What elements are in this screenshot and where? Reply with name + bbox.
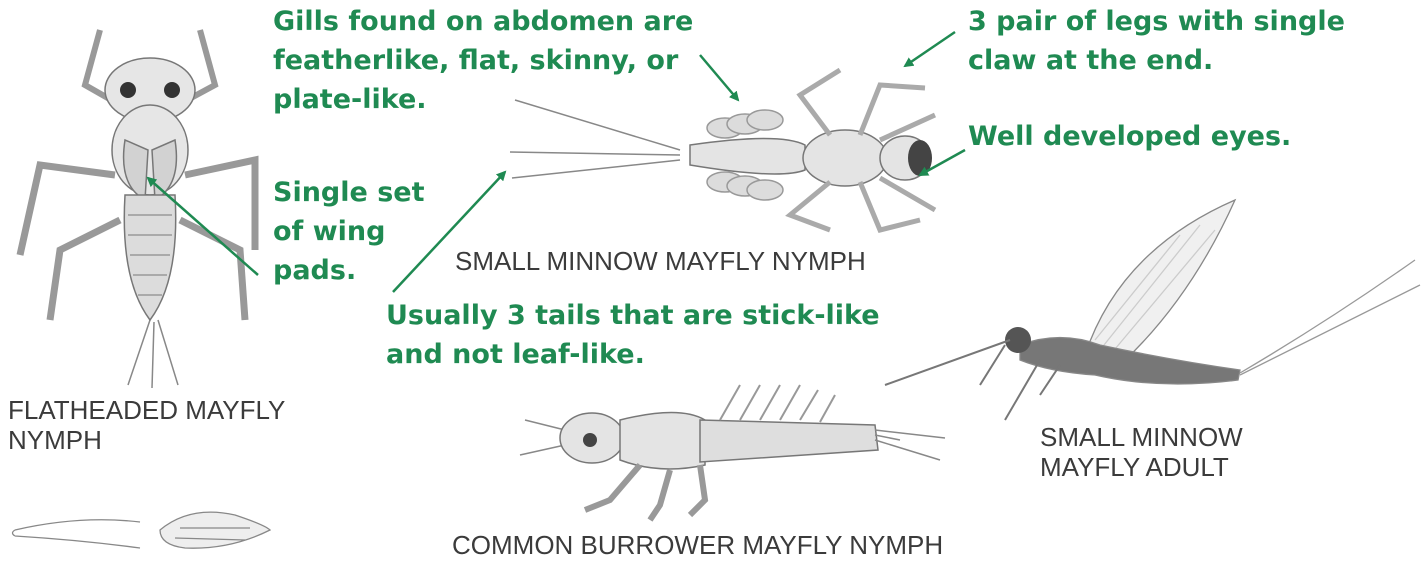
flatheaded-nymph-caption: FLATHEADED MAYFLY NYMPH xyxy=(8,395,285,455)
gills-line-3: plate-like. xyxy=(273,80,693,119)
common-burrower-nymph-drawing xyxy=(520,385,945,520)
gills-annotation: Gills found on abdomen are featherlike, … xyxy=(273,2,693,119)
wing-pads-line-3: pads. xyxy=(273,251,425,290)
flatheaded-caption-line-1: FLATHEADED MAYFLY xyxy=(8,395,285,425)
common-burrower-nymph-caption: COMMON BURROWER MAYFLY NYMPH xyxy=(452,530,943,560)
gill-sketches xyxy=(13,512,271,548)
flatheaded-caption-line-2: NYMPH xyxy=(8,425,285,455)
tails-annotation: Usually 3 tails that are stick-like and … xyxy=(386,296,880,374)
small-minnow-adult-caption: SMALL MINNOW MAYFLY ADULT xyxy=(1040,422,1243,482)
gills-arrow xyxy=(700,55,738,100)
adult-caption-line-1: SMALL MINNOW xyxy=(1040,422,1243,452)
small-minnow-nymph-caption: SMALL MINNOW MAYFLY NYMPH xyxy=(455,246,866,276)
gills-line-1: Gills found on abdomen are xyxy=(273,2,693,41)
small-minnow-adult-drawing xyxy=(885,200,1420,420)
legs-line-2: claw at the end. xyxy=(968,41,1345,80)
gills-line-2: featherlike, flat, skinny, or xyxy=(273,41,693,80)
legs-annotation: 3 pair of legs with single claw at the e… xyxy=(968,2,1345,80)
legs-arrow xyxy=(905,32,955,66)
tails-line-2: and not leaf-like. xyxy=(386,335,880,374)
flatheaded-nymph-drawing xyxy=(20,30,255,388)
wing-pads-annotation: Single set of wing pads. xyxy=(273,173,425,290)
legs-line-1: 3 pair of legs with single xyxy=(968,2,1345,41)
wing-pads-line-2: of wing xyxy=(273,212,425,251)
tails-line-1: Usually 3 tails that are stick-like xyxy=(386,296,880,335)
wing-pads-line-1: Single set xyxy=(273,173,425,212)
adult-caption-line-2: MAYFLY ADULT xyxy=(1040,452,1243,482)
eyes-annotation: Well developed eyes. xyxy=(968,117,1291,156)
eyes-line-1: Well developed eyes. xyxy=(968,117,1291,156)
